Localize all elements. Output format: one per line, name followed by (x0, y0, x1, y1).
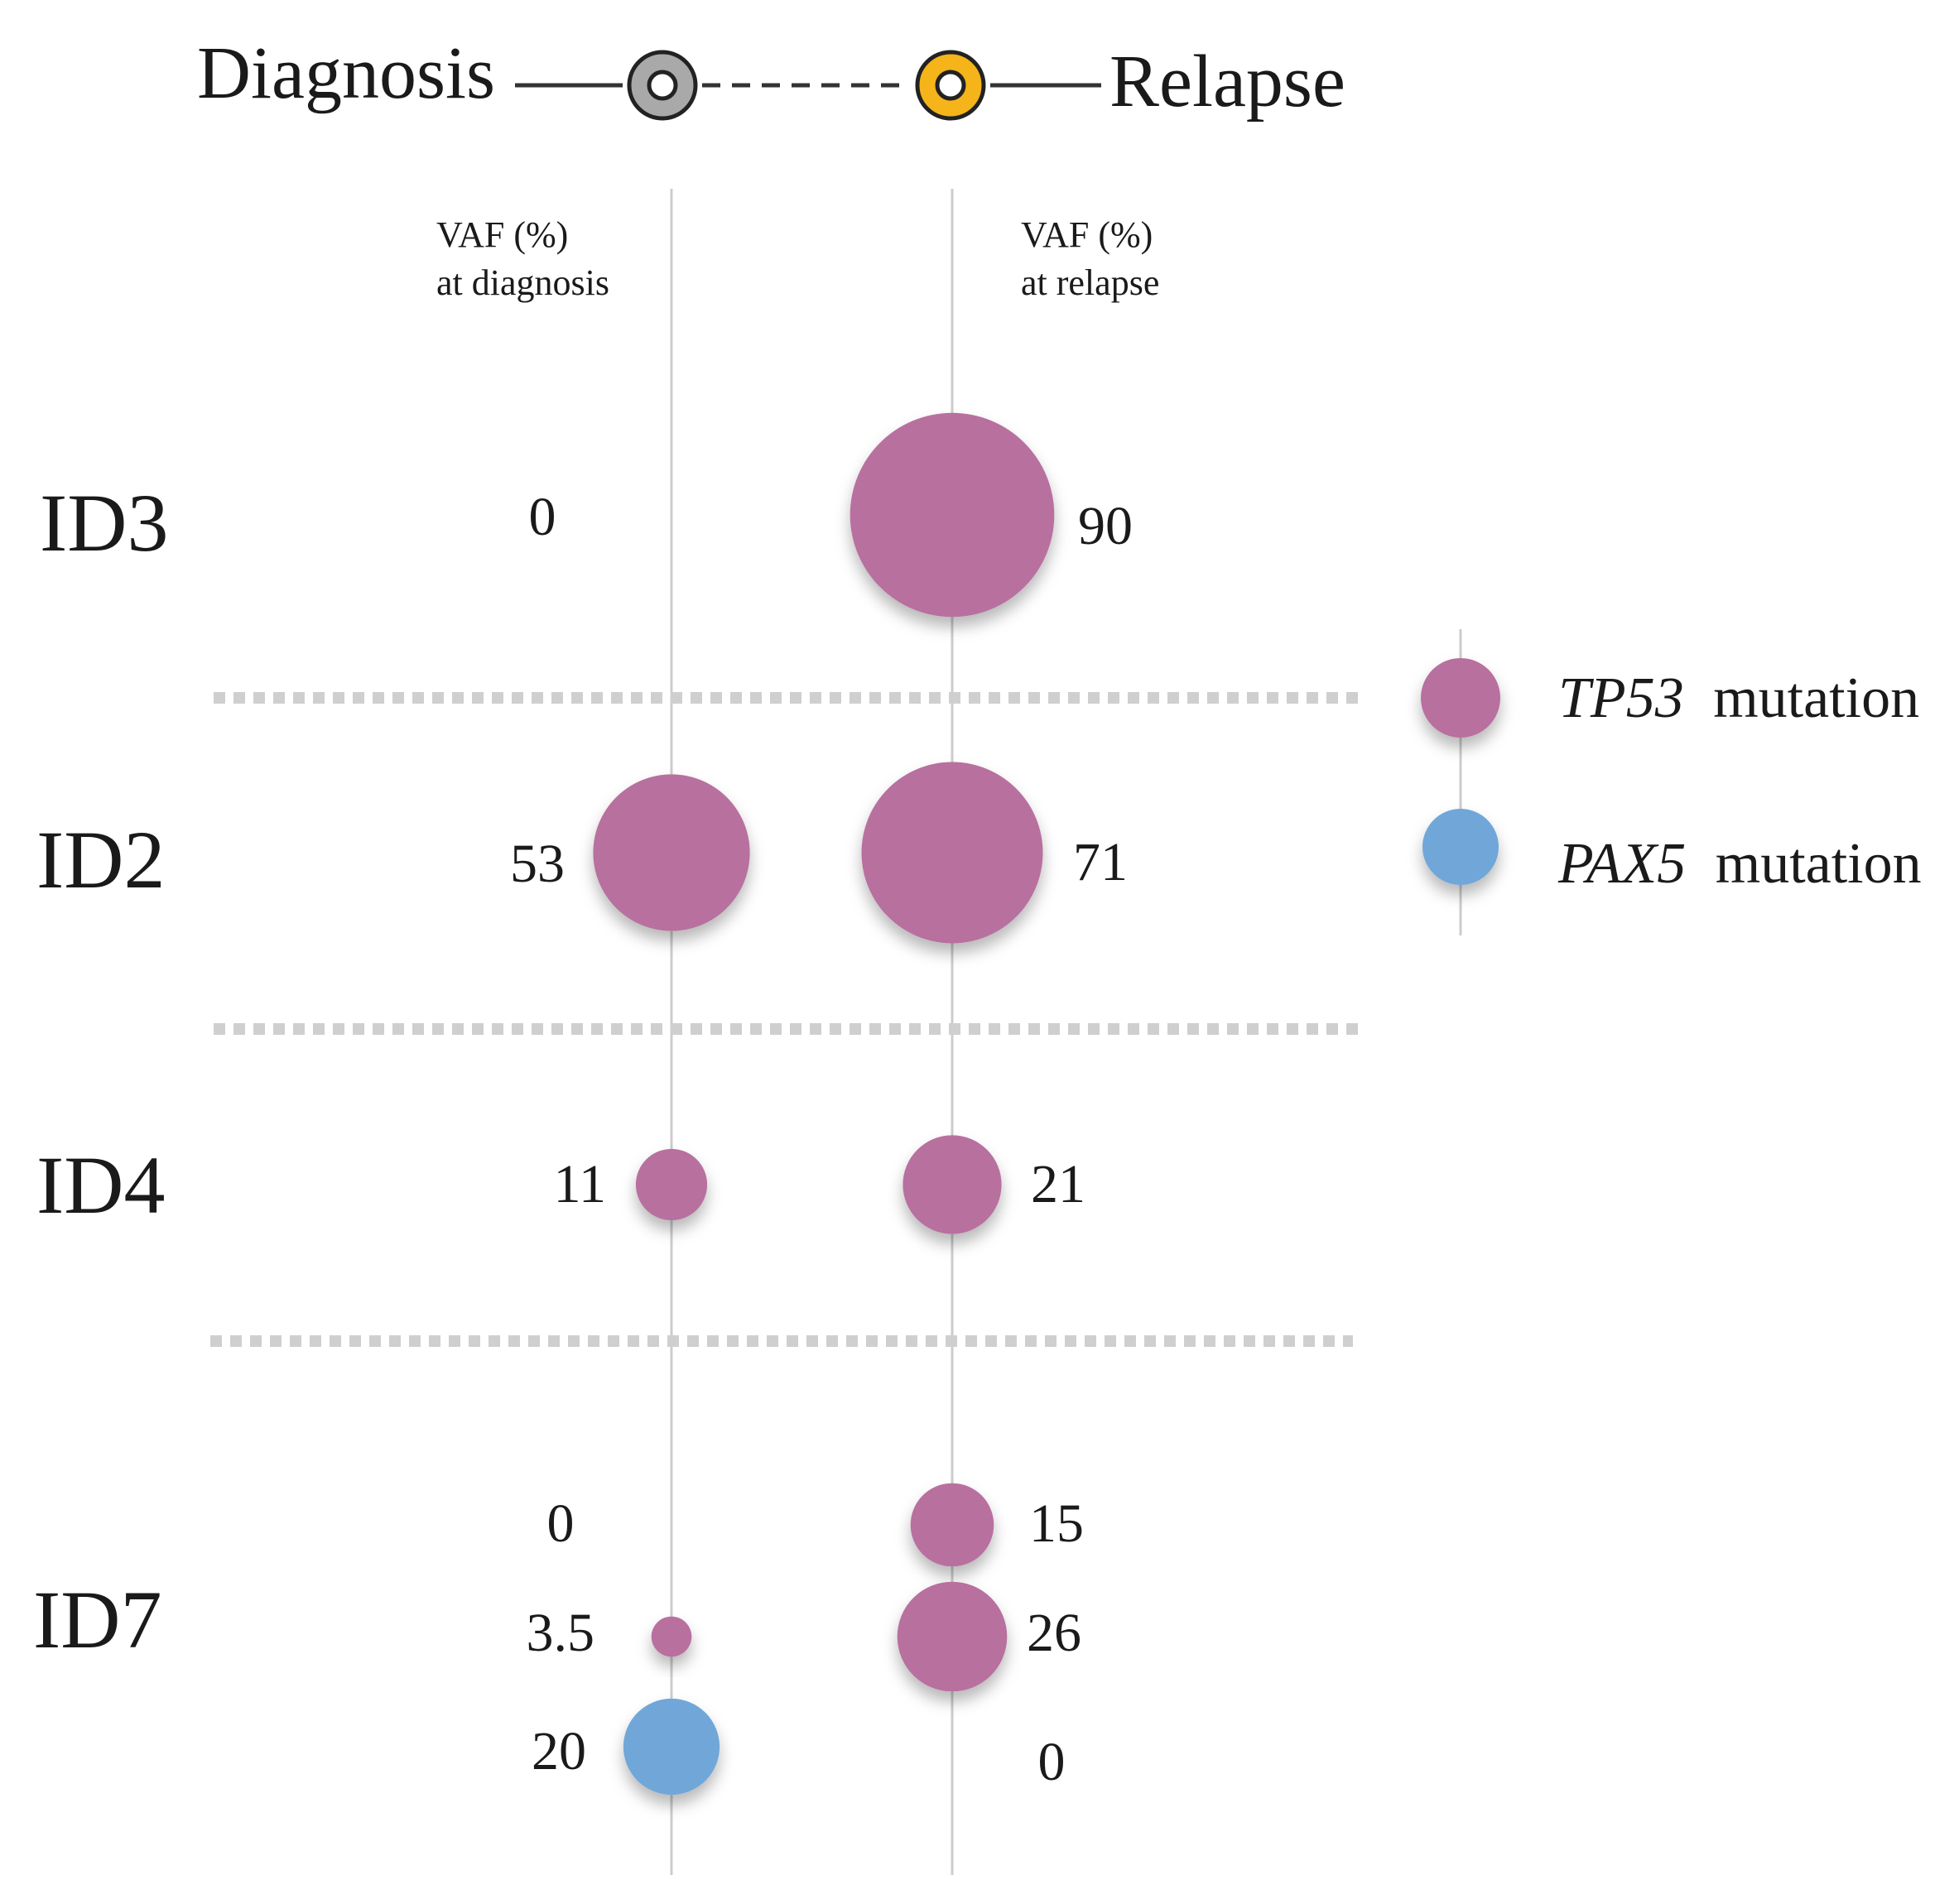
legend-label-tp53: TP53 mutation (1558, 666, 1919, 730)
legend-suffix-pax5: mutation (1716, 832, 1922, 896)
legend-suffix-tp53: mutation (1713, 666, 1919, 730)
vaf-label-id7-m1-relapse: 15 (1029, 1493, 1084, 1554)
vaf-label-id2-diagnosis: 53 (510, 834, 565, 894)
bubble-id7-tp53-relapse (897, 1581, 1008, 1692)
legend: TP53 mutation PAX5 mutation (1421, 629, 1922, 935)
vaf-label-id3-diagnosis: 0 (529, 487, 556, 547)
relapse-header-label: Relapse (1109, 41, 1345, 123)
bubble-id7-tp53-diagnosis (651, 1616, 692, 1657)
bubble-id7-tp53-relapse (910, 1483, 994, 1567)
bubble-id4-tp53-relapse (902, 1135, 1002, 1234)
column-header-diagnosis: VAF (%) at diagnosis (436, 214, 609, 303)
bubble-layer (593, 412, 1055, 1796)
vaf-label-id7-m1-diagnosis: 0 (547, 1493, 575, 1554)
bubble-id4-tp53-diagnosis (635, 1148, 708, 1221)
column-header-relapse-line2: at relapse (1021, 262, 1159, 303)
column-header-relapse: VAF (%) at relapse (1021, 214, 1159, 303)
bubble-id2-tp53-relapse (861, 762, 1043, 944)
diagnosis-header-label: Diagnosis (197, 32, 495, 114)
legend-gene-pax5: PAX5 (1557, 832, 1686, 896)
bubble-id7-pax5-diagnosis (623, 1698, 720, 1796)
vaf-label-id4-diagnosis: 11 (553, 1154, 606, 1214)
legend-label-pax5: PAX5 mutation (1557, 832, 1922, 896)
patient-label-id4: ID4 (36, 1139, 166, 1231)
patient-label-id3: ID3 (40, 477, 169, 569)
vaf-label-id7-m2-diagnosis: 3.5 (527, 1603, 595, 1663)
diagnosis-marker-hole (647, 70, 678, 101)
column-header-diagnosis-line1: VAF (%) (436, 214, 568, 255)
vaf-label-id3-relapse: 90 (1078, 496, 1133, 556)
column-header-relapse-line1: VAF (%) (1021, 214, 1153, 255)
patient-label-id7: ID7 (33, 1574, 162, 1666)
vaf-label-id7-m2-relapse: 26 (1027, 1603, 1081, 1663)
timeline-header: Diagnosis Relapse (197, 32, 1345, 123)
vaf-label-id2-relapse: 71 (1073, 832, 1128, 892)
bubble-id2-tp53-diagnosis (593, 774, 750, 931)
vaf-label-id7-m3-diagnosis: 20 (532, 1721, 586, 1781)
vaf-label-id7-m3-relapse: 0 (1038, 1732, 1066, 1792)
relapse-marker-hole (935, 70, 966, 101)
bubble-id3-tp53-relapse (850, 412, 1055, 618)
vaf-label-id4-relapse: 21 (1031, 1154, 1085, 1214)
patient-label-id2: ID2 (36, 814, 166, 906)
legend-swatch-pax5 (1422, 809, 1499, 885)
legend-swatch-tp53 (1421, 658, 1500, 738)
legend-gene-tp53: TP53 (1558, 666, 1684, 730)
vaf-labels: 0 90 53 71 11 21 0 15 3.5 26 20 0 (510, 487, 1133, 1792)
column-header-diagnosis-line2: at diagnosis (436, 262, 609, 303)
